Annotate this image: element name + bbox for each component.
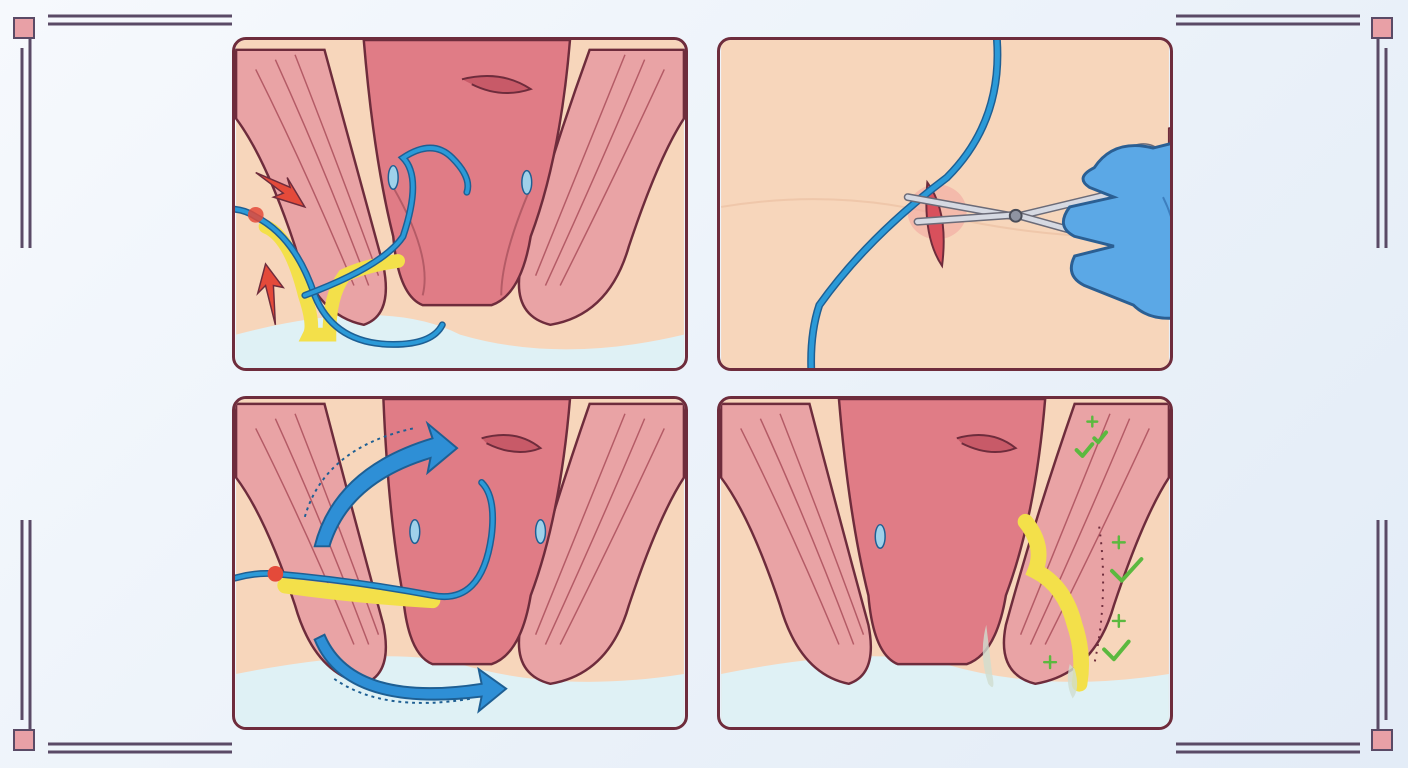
blue-arrow-icon — [313, 633, 508, 714]
frame-square-bottom-right — [1371, 729, 1393, 751]
rectum — [837, 399, 1047, 666]
external-opening-red-dot — [247, 206, 264, 223]
blue-arrow-icon — [303, 420, 459, 548]
external-opening-red-dot — [267, 565, 284, 582]
gloved-hand-icon — [1062, 127, 1170, 320]
checkmark-icon — [1102, 639, 1131, 662]
checkmark-icon — [1074, 442, 1095, 458]
frame-corner-bottom-right — [1176, 520, 1388, 754]
healing-tract — [1017, 513, 1090, 692]
panel-1-illustration — [235, 40, 685, 368]
seton-cord — [808, 40, 1000, 368]
red-arrow-icon — [255, 171, 307, 325]
drainage-drip — [982, 624, 994, 688]
drainage-drip — [1067, 664, 1078, 699]
plus-icon — [1042, 655, 1058, 670]
seton-internal-segment — [302, 146, 470, 298]
anal-gland-right — [521, 169, 533, 195]
panel-step-1-seton-placement — [232, 37, 688, 371]
anal-gland-right — [534, 519, 547, 545]
plus-icon — [1111, 613, 1126, 629]
panel-3-illustration — [235, 399, 685, 727]
frame-square-top-right — [1371, 17, 1393, 39]
frame-square-top-left — [13, 17, 35, 39]
checkmark-icon — [1092, 430, 1109, 445]
panel-step-3-drainage — [232, 396, 688, 730]
frame-square-bottom-left — [13, 729, 35, 751]
checkmark-icon — [1109, 557, 1144, 583]
plus-icon — [1111, 535, 1126, 550]
anal-gland-left — [387, 164, 399, 191]
seton-loop — [235, 480, 495, 599]
frame-corner-bottom-left — [20, 520, 232, 754]
anal-gland-left — [409, 519, 421, 545]
panel-step-4-healing — [717, 396, 1173, 730]
rectal-fold — [461, 75, 533, 94]
plus-icon — [1086, 415, 1099, 428]
frame-corner-top-right — [1176, 14, 1388, 248]
anal-gland-left — [874, 523, 886, 550]
frame-corner-top-left — [20, 14, 232, 248]
panel-4-illustration — [720, 399, 1170, 727]
panel-step-2-cut-seton — [717, 37, 1173, 371]
panel-2-illustration — [720, 40, 1170, 368]
draining-pus — [277, 577, 441, 609]
